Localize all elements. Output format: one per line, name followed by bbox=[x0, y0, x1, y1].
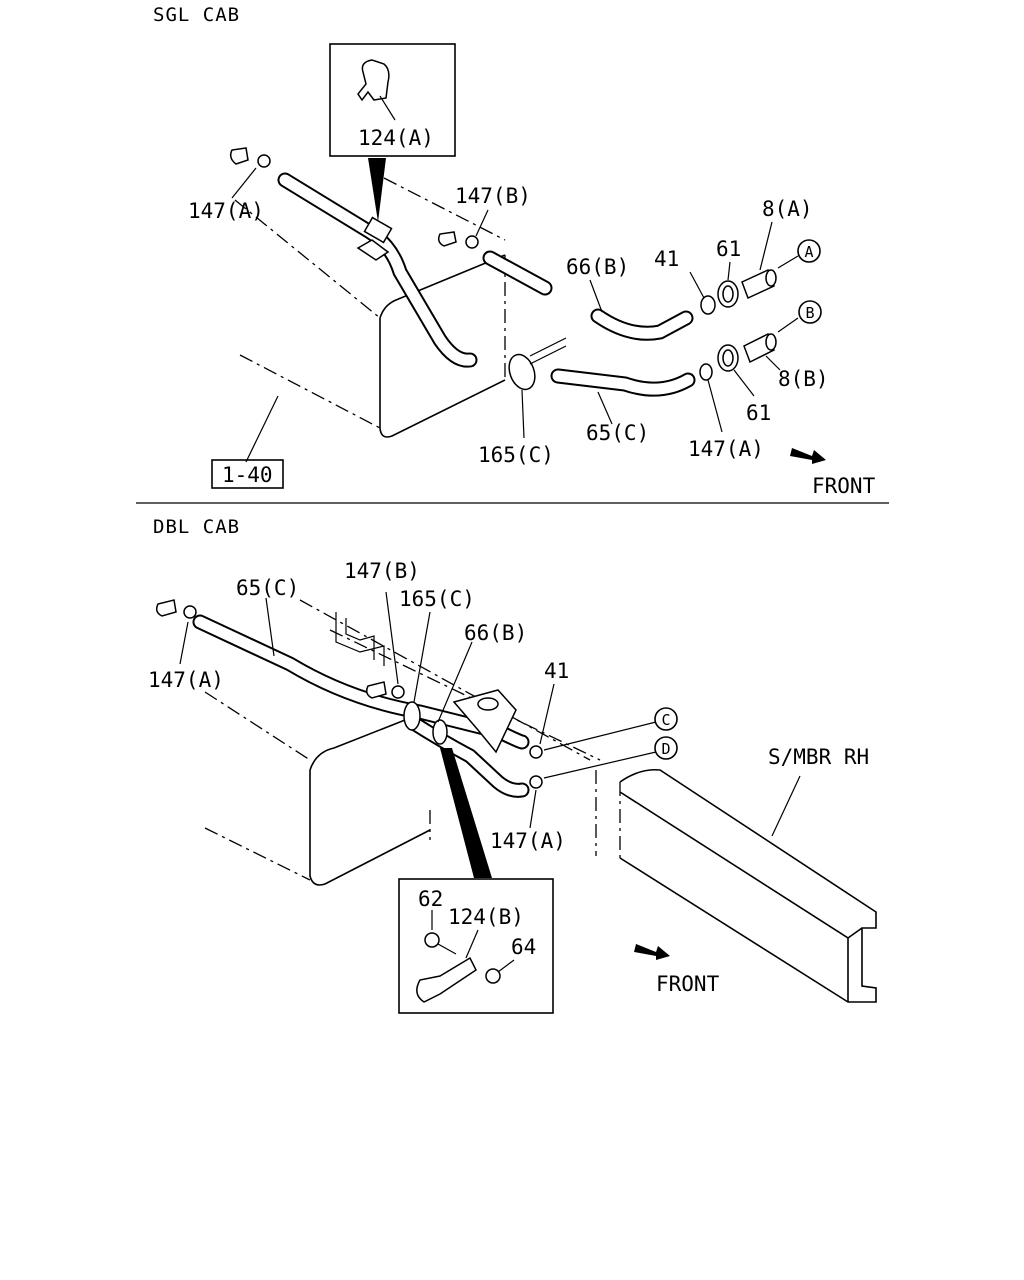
hose-66b-bottom: 66(B) bbox=[437, 621, 527, 723]
label-66b-bottom: 66(B) bbox=[464, 621, 527, 645]
hose-65c-bottom: 65(C) bbox=[236, 576, 299, 657]
label-61-upper: 61 bbox=[716, 237, 741, 261]
clip-icon bbox=[357, 59, 390, 102]
inset-clip-124a: 124(A) bbox=[329, 43, 456, 222]
label-147a-bottom-right: 147(A) bbox=[490, 829, 566, 853]
label-smbr-rh: S/MBR RH bbox=[768, 745, 869, 769]
nut-icon bbox=[485, 968, 501, 984]
clamp-147a-top-right: 147(A) bbox=[688, 363, 764, 461]
label-41-bottom: 41 bbox=[544, 659, 569, 683]
hose-66b-top: 66(B) bbox=[566, 255, 694, 341]
label-66b-top: 66(B) bbox=[566, 255, 629, 279]
label-61-lower: 61 bbox=[746, 401, 771, 425]
clamp-147a-bottom-left: 147(A) bbox=[148, 599, 224, 692]
front-indicator-top: FRONT bbox=[790, 448, 876, 498]
clip-bracket bbox=[356, 239, 390, 261]
inset-pointer bbox=[368, 158, 386, 222]
clip-bracket-icon bbox=[416, 956, 477, 1003]
label-165c-top: 165(C) bbox=[478, 443, 554, 467]
hose-65c-top: 65(C) bbox=[550, 368, 696, 445]
fuel-tank-top bbox=[234, 177, 506, 438]
clamp-147a-top-left: 147(A) bbox=[188, 147, 271, 223]
front-arrow-icon bbox=[790, 448, 826, 464]
inset-clip-124b: 62 124(B) 64 bbox=[398, 748, 554, 1014]
connector-b-top bbox=[798, 300, 822, 324]
front-label-top: FRONT bbox=[812, 474, 876, 498]
reference-1-40: 1-40 bbox=[211, 395, 284, 489]
bolt-icon bbox=[424, 932, 440, 948]
clamp-41-bottom: 41 C bbox=[529, 659, 678, 759]
svg-text:A: A bbox=[804, 243, 813, 261]
label-147b-top: 147(B) bbox=[455, 184, 531, 208]
label-8b: 8(B) bbox=[778, 367, 829, 391]
fitting-8b: 8(B) B bbox=[743, 300, 829, 391]
clamp-147b-top: 147(B) bbox=[437, 184, 531, 249]
label-165c-bottom: 165(C) bbox=[399, 587, 475, 611]
connector-d-bottom bbox=[654, 736, 678, 760]
ring-61-lower: 61 bbox=[717, 344, 771, 425]
clamp-147a-bottom-right: 147(A) D bbox=[490, 736, 678, 853]
label-41-top: 41 bbox=[654, 247, 679, 271]
svg-text:B: B bbox=[805, 304, 814, 322]
inset-pointer-bottom bbox=[440, 748, 492, 878]
svg-text:D: D bbox=[661, 740, 670, 758]
side-member-rh: S/MBR RH bbox=[595, 745, 877, 1003]
clamp-147b-bottom: 147(B) bbox=[344, 559, 420, 699]
label-124a: 124(A) bbox=[358, 126, 434, 150]
tank-pipes-bottom bbox=[192, 614, 530, 798]
label-65c-bottom: 65(C) bbox=[236, 576, 299, 600]
label-124b: 124(B) bbox=[448, 905, 524, 929]
fitting-8a: 8(A) A bbox=[741, 197, 821, 300]
label-147a-top-left: 147(A) bbox=[188, 199, 264, 223]
band-165c-bottom bbox=[403, 701, 421, 731]
tank-bracket bbox=[335, 612, 385, 666]
svg-text:C: C bbox=[661, 711, 670, 729]
label-147b-bottom: 147(B) bbox=[344, 559, 420, 583]
section-title-dbl-cab: DBL CAB bbox=[153, 516, 240, 538]
connector-c-bottom bbox=[654, 707, 678, 731]
label-64: 64 bbox=[511, 935, 536, 959]
fuel-tank-bottom bbox=[204, 599, 601, 886]
label-62: 62 bbox=[418, 887, 443, 911]
label-group-165c-bottom: 165(C) bbox=[399, 587, 475, 703]
tank-pipe-top bbox=[277, 172, 553, 368]
band-165c-top: 165(C) bbox=[478, 337, 567, 467]
ring-61-upper: 61 bbox=[716, 237, 741, 308]
label-8a: 8(A) bbox=[762, 197, 813, 221]
pipe-holder-block bbox=[452, 689, 517, 754]
label-147a-top-right: 147(A) bbox=[688, 437, 764, 461]
connector-a-top bbox=[797, 239, 821, 263]
label-147a-bottom-left: 147(A) bbox=[148, 668, 224, 692]
section-title-sgl-cab: SGL CAB bbox=[153, 4, 240, 26]
label-65c-top: 65(C) bbox=[586, 421, 649, 445]
pipe-clip bbox=[363, 216, 393, 244]
front-indicator-bottom: FRONT bbox=[634, 944, 720, 996]
front-arrow-icon-bottom bbox=[634, 944, 670, 960]
ref-label: 1-40 bbox=[222, 463, 273, 487]
front-label-bottom: FRONT bbox=[656, 972, 720, 996]
clamp-41-top: 41 bbox=[654, 247, 716, 315]
